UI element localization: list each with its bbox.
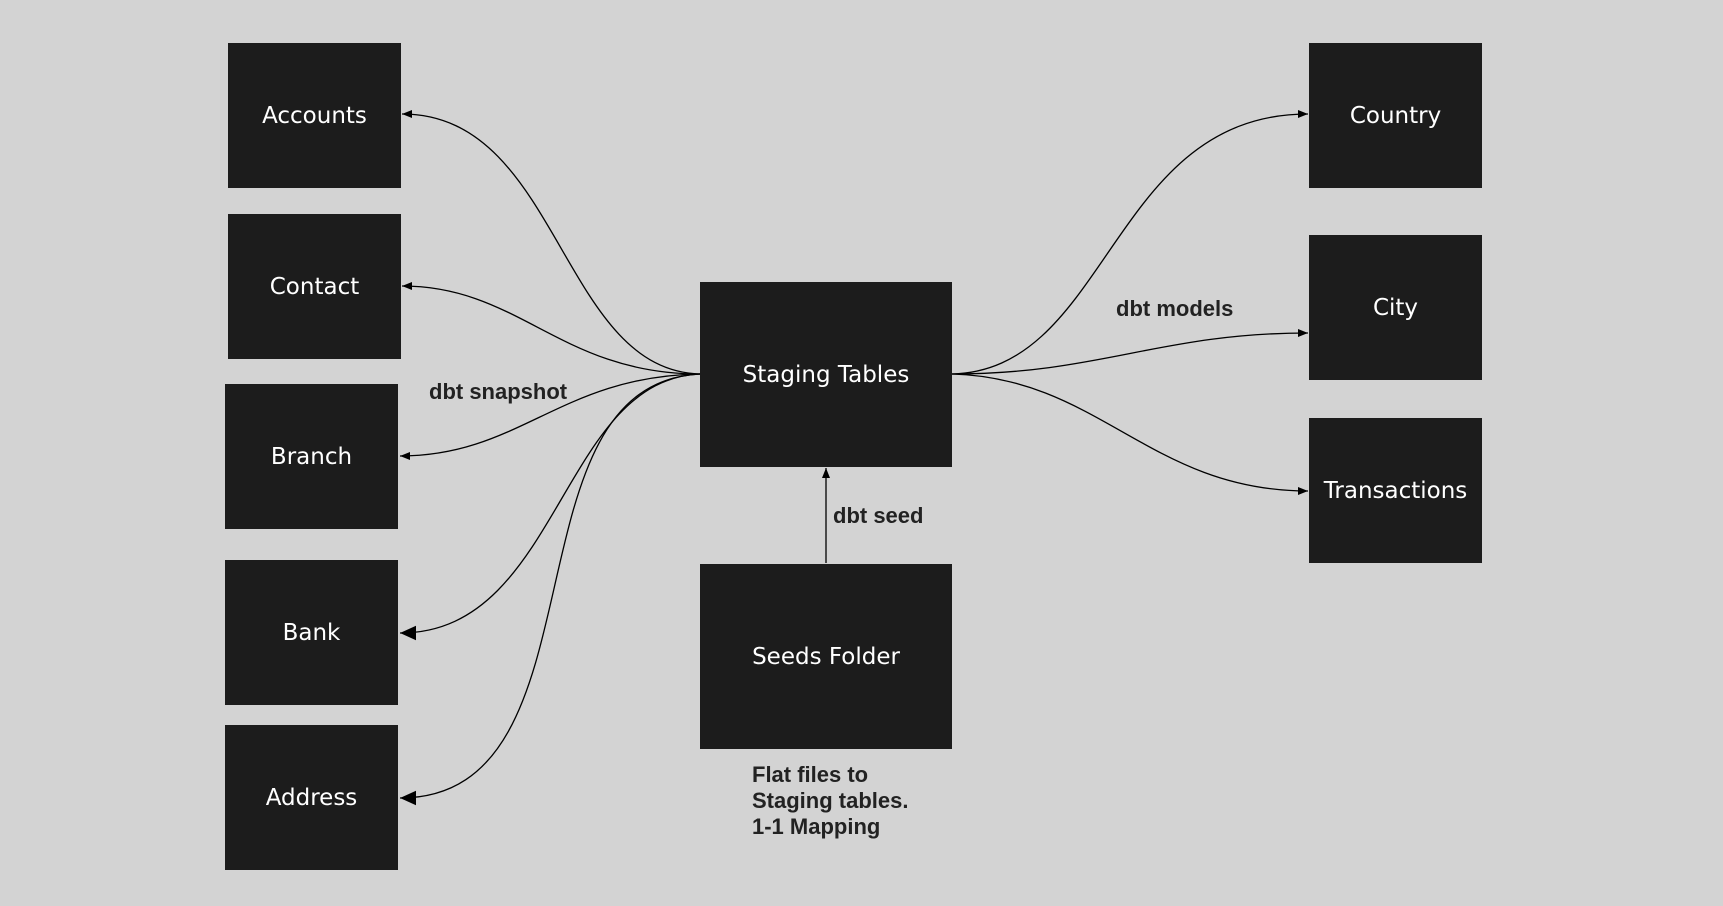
node-country-label: Country bbox=[1349, 102, 1442, 129]
edge-label-dbt-seed: dbt seed bbox=[833, 503, 924, 528]
node-accounts-label: Accounts bbox=[262, 102, 367, 129]
node-contact-label: Contact bbox=[269, 273, 360, 300]
seeds-note: Flat files to Staging tables. 1-1 Mappin… bbox=[752, 762, 908, 840]
node-seeds-folder-label: Seeds Folder bbox=[752, 643, 900, 670]
node-address-label: Address bbox=[265, 784, 358, 811]
node-transactions: Transactions bbox=[1309, 418, 1482, 563]
edge-label-dbt-models: dbt models bbox=[1116, 296, 1234, 321]
edge-staging-accounts bbox=[401, 110, 701, 375]
node-bank-label: Bank bbox=[282, 619, 341, 646]
seeds-note-line-3: 1-1 Mapping bbox=[752, 814, 881, 839]
edge-staging-contact bbox=[401, 282, 701, 375]
edge-staging-country bbox=[951, 110, 1309, 375]
edge-staging-bank bbox=[399, 373, 701, 641]
node-accounts: Accounts bbox=[228, 43, 401, 188]
node-branch: Branch bbox=[225, 384, 398, 529]
seeds-note-line-2: Staging tables. bbox=[752, 788, 909, 813]
node-address: Address bbox=[225, 725, 398, 870]
node-contact: Contact bbox=[228, 214, 401, 359]
node-city: City bbox=[1309, 235, 1482, 380]
node-branch-label: Branch bbox=[270, 443, 353, 470]
edge-label-dbt-snapshot: dbt snapshot bbox=[429, 379, 568, 404]
node-country: Country bbox=[1309, 43, 1482, 188]
node-staging-tables: Staging Tables bbox=[700, 282, 952, 467]
edge-staging-branch bbox=[399, 373, 701, 460]
edge-staging-address bbox=[399, 373, 701, 806]
seeds-note-line-1: Flat files to bbox=[752, 762, 869, 787]
node-city-label: City bbox=[1372, 294, 1419, 321]
edge-staging-city bbox=[951, 329, 1309, 375]
node-transactions-label: Transactions bbox=[1323, 477, 1468, 504]
node-seeds-folder: Seeds Folder bbox=[700, 564, 952, 749]
node-bank: Bank bbox=[225, 560, 398, 705]
node-staging-tables-label: Staging Tables bbox=[742, 361, 910, 388]
edge-staging-transactions bbox=[951, 373, 1309, 495]
